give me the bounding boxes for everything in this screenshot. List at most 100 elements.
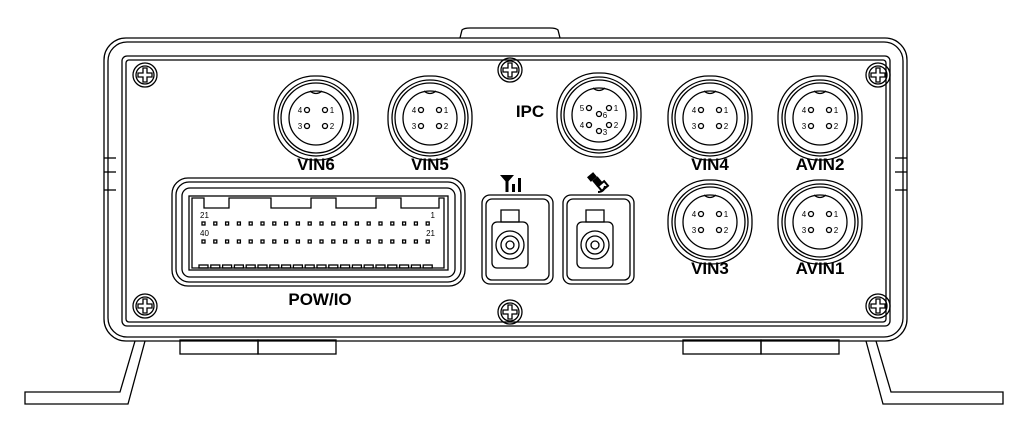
screw-slot [870, 67, 886, 83]
pin-socket [585, 121, 593, 129]
pow-io-pin [331, 221, 336, 226]
gps-satellite-icon [587, 172, 610, 193]
pin-socket [715, 106, 723, 114]
left-mounting-foot [24, 340, 146, 405]
pin-number: 3 [412, 122, 417, 131]
connector-ring [781, 79, 859, 157]
port-center [505, 240, 515, 250]
top-tab [459, 27, 561, 39]
pin-socket [697, 106, 705, 114]
bottom-pad [179, 339, 259, 355]
pow-io-latch [363, 264, 374, 269]
pin-socket [303, 106, 311, 114]
pin-number: 2 [330, 122, 335, 131]
pin-label-bottom-right: 21 [426, 229, 435, 238]
pow-io-latch [316, 264, 327, 269]
pin-socket [303, 122, 311, 130]
connector-shell [556, 72, 642, 158]
screw-slot [502, 62, 518, 78]
front-plate [121, 55, 891, 327]
pin-number: 1 [724, 210, 729, 219]
pow-io-pin [295, 221, 301, 226]
pow-io-pin [354, 239, 360, 244]
pow-io-latch [328, 264, 339, 269]
pow-io-latch [280, 264, 292, 269]
pow-io-pin [342, 221, 348, 226]
signal-arc [597, 185, 606, 193]
pin-socket [715, 122, 723, 130]
pin-socket [807, 122, 815, 130]
pow-io-latch [245, 264, 256, 269]
signal-bar [512, 184, 515, 192]
pin-socket [807, 106, 815, 114]
pow-io-latch [351, 264, 363, 269]
connector-shell [387, 75, 473, 161]
port-bezel [481, 194, 554, 285]
connector-label-avin1: AVIN1 [796, 259, 845, 278]
pow-io-pin [213, 239, 218, 244]
pow-io-pin [260, 239, 265, 244]
connector-shell [667, 75, 753, 161]
pow-io-pin [366, 239, 371, 244]
connector-face [682, 90, 738, 146]
connector-shell [777, 75, 863, 161]
pow-io-latch [398, 264, 410, 269]
connector-ring [391, 79, 469, 157]
connector-ring-inner [394, 82, 466, 154]
pow-io-pin [248, 221, 253, 226]
pow-io-pin [342, 239, 348, 244]
pin-number: 4 [802, 210, 807, 219]
screw-icon [865, 293, 891, 319]
pow-io-pin [260, 221, 265, 226]
pin-number: 2 [444, 122, 449, 131]
screw-icon [497, 57, 523, 83]
pin-number: 1 [614, 104, 619, 113]
pin-socket [825, 210, 833, 218]
connector-ring-inner [784, 82, 856, 154]
pin-socket [417, 106, 425, 114]
screw-head [132, 293, 158, 319]
pin-number: 3 [692, 226, 697, 235]
pow-io-pin [201, 239, 206, 244]
pin-socket [321, 122, 329, 130]
port-ring-inner [500, 235, 520, 255]
pow-io-pin [224, 239, 230, 244]
pin-number: 1 [330, 106, 335, 115]
pow-io-pin [378, 221, 383, 226]
pin-number: 6 [603, 111, 608, 120]
pow-io-pin [307, 221, 312, 226]
screw-head [497, 299, 523, 325]
connector-face [792, 194, 848, 250]
pow-io-pin [425, 239, 430, 244]
pow-io-housing [188, 195, 449, 271]
screw-head [132, 62, 158, 88]
pin-socket [435, 106, 443, 114]
pin-socket [321, 106, 329, 114]
pow-io-pin [272, 239, 277, 244]
pow-io-pin [390, 239, 395, 244]
signal-bar [518, 178, 521, 192]
connector-key [813, 194, 827, 199]
connector-key [703, 90, 717, 95]
pow-io-pin [331, 239, 336, 244]
pin-number: 3 [692, 122, 697, 131]
pow-io-pin [213, 221, 218, 226]
port-key [585, 209, 605, 223]
pow-io-pin [319, 221, 324, 226]
pin-number: 3 [802, 122, 807, 131]
housing [24, 27, 1004, 405]
pow-io-pin [224, 221, 230, 226]
pin-socket [435, 122, 443, 130]
pow-io-shell [171, 177, 466, 287]
pow-io-latch [422, 264, 433, 269]
connector-shell [273, 75, 359, 161]
pow-io-pin [272, 221, 277, 226]
pow-io-latch [387, 264, 398, 269]
pin-number: 2 [614, 121, 619, 130]
port-bezel-inner [485, 198, 550, 281]
pin-number: 2 [724, 122, 729, 131]
connector-key [309, 90, 323, 95]
pow-io-pin [401, 239, 407, 244]
